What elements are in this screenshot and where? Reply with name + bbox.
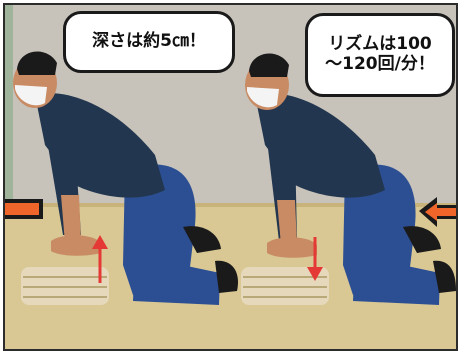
right-orange-arrow-icon	[419, 197, 456, 227]
right-person	[241, 53, 456, 305]
left-orange-arrow-icon	[5, 199, 43, 219]
photo-frame: 深さは約5㎝！ リズムは100 ～120回/分！	[3, 3, 458, 351]
up-arrow-icon	[92, 235, 108, 283]
rhythm-text-line1: リズムは100	[328, 34, 432, 55]
down-arrow-icon	[307, 237, 323, 281]
speech-bubble-depth: 深さは約5㎝！	[63, 11, 235, 73]
speech-bubble-rhythm: リズムは100 ～120回/分！	[305, 13, 455, 97]
depth-text: 深さは約5㎝！	[92, 31, 206, 52]
rhythm-text-line2: ～120回/分！	[325, 54, 435, 74]
left-edge	[5, 5, 13, 349]
left-person	[13, 51, 239, 305]
